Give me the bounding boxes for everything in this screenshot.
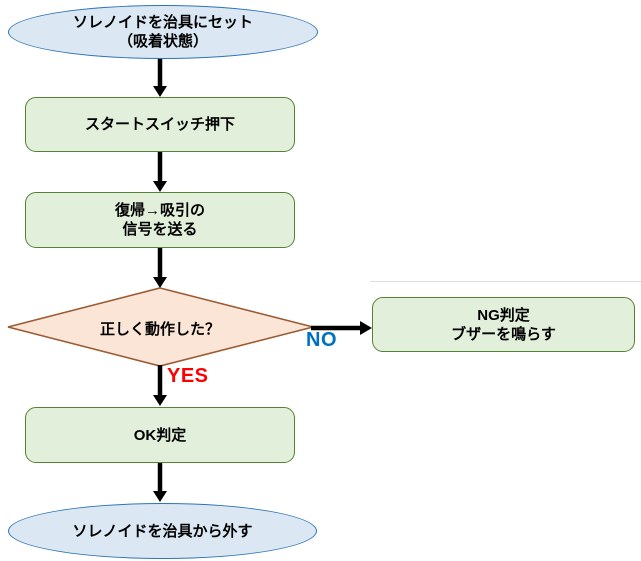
edge-label-no: NO [306,329,337,351]
arrow-step1-to-step2 [153,152,167,192]
process-start-switch-node: スタートスイッチ押下 [25,97,295,152]
arrow-decision-to-ok [153,365,167,406]
edge-label-yes: YES [167,365,209,387]
gridline-artifact [370,281,641,282]
process-ng-label-line1: NG判定 [477,306,530,324]
process-ok-node: OK判定 [25,407,295,463]
decision-diamond-label: 正しく動作した？ [99,321,220,338]
process-send-signal-node: 復帰→吸引の 信号を送る [25,192,295,248]
process-start-switch-label: スタートスイッチ押下 [84,116,235,133]
start-terminal-node: ソレノイドを治具にセット （吸着状態） [8,5,318,59]
end-terminal-node: ソレノイドを治具から外す [8,503,317,559]
process-ng-node: NG判定 ブザーを鳴らす [372,297,635,352]
process-ok-label: OK判定 [133,426,187,444]
arrow-start-to-step1 [153,58,167,97]
arrow-ok-to-end [153,462,167,502]
arrow-step2-to-decision [153,248,167,288]
process-ng-label-line2: ブザーを鳴らす [451,325,556,343]
start-terminal-label-line2: （吸着状態） [117,33,208,50]
end-terminal-label: ソレノイドを治具から外す [72,522,253,540]
start-terminal-label-line1: ソレノイドを治具にセット [72,14,253,31]
process-send-signal-label-line1: 復帰→吸引の [114,202,205,219]
arrow-decision-to-ng [311,321,372,335]
process-send-signal-label-line2: 信号を送る [122,221,198,238]
